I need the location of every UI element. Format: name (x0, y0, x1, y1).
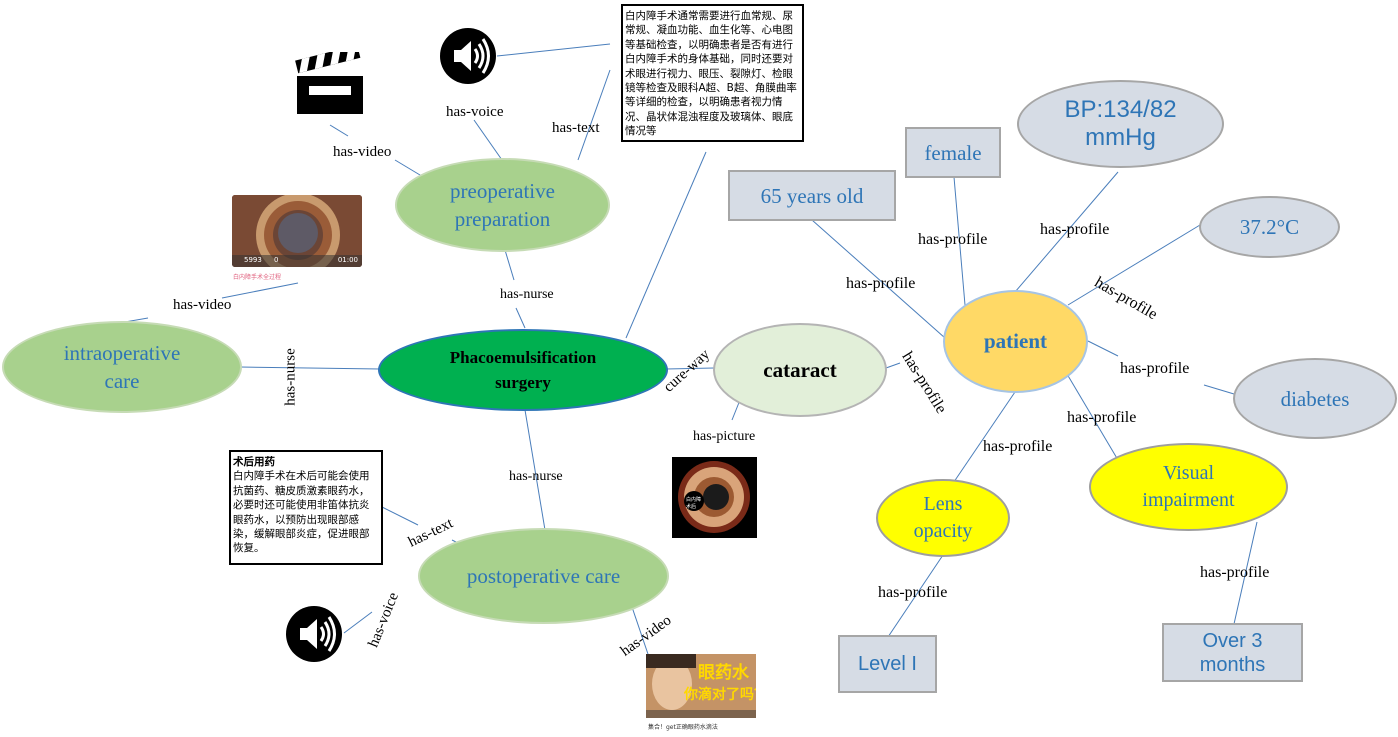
postoperative-node[interactable]: postoperative care (418, 528, 669, 624)
edge-label-has-video: has-video (173, 297, 232, 313)
postop-video-caption: 集合！get正确眼药水滴法 (648, 724, 718, 731)
edge-preop-video-out (329, 124, 349, 137)
intraop-video-caption: 白内障手术全过程 (233, 274, 282, 281)
age-label: 65 years old (760, 183, 864, 208)
edge-postop-video (631, 606, 651, 661)
lens-opacity-label: Lens opacity (913, 493, 973, 542)
edge-preop-voice (496, 43, 611, 57)
patient-label: patient (984, 329, 1047, 353)
edge-patient-diabetes-2 (1203, 384, 1235, 395)
edge-label-has-profile: has-profile (1120, 360, 1190, 377)
intraop-video-comments: 0 (274, 256, 279, 264)
edge-preop-nurse-bottom (515, 307, 526, 329)
lens-opacity-node[interactable]: Lens opacity (876, 479, 1010, 557)
female-node[interactable]: female (905, 127, 1001, 178)
edge-label-has-nurse: has-nurse (282, 348, 299, 406)
temperature-node[interactable]: 37.2°C (1199, 196, 1340, 258)
edge-label-has-nurse: has-nurse (509, 469, 563, 484)
preop-text: 白内障手术通常需要进行血常规、尿常规、凝血功能、血生化等、心电图等基础检查，以明… (625, 10, 797, 138)
speaker-icon[interactable] (286, 606, 342, 662)
visual-impairment-label: Visual impairment (1142, 462, 1235, 511)
duration-label: Over 3 months (1199, 629, 1266, 676)
bp-label: BP:134/82 mmHg (1064, 96, 1177, 151)
edge-patient-age (811, 219, 946, 339)
diabetes-label: diabetes (1280, 386, 1350, 411)
edge-label-has-voice: has-voice (446, 104, 504, 120)
edge-label-has-profile: has-profile (1040, 221, 1110, 238)
edge-preop-voice-in (473, 119, 503, 161)
edge-patient-visual (1066, 373, 1119, 461)
preoperative-label: preoperative preparation (450, 179, 555, 231)
edge-label-has-nurse: has-nurse (500, 287, 554, 302)
edge-label-has-video: has-video (333, 144, 392, 160)
edge-label-has-profile: has-profile (1067, 409, 1137, 426)
edge-postop-text (381, 506, 419, 526)
intraoperative-label: intraoperative care (63, 341, 181, 393)
intraop-video-views: 5993 (244, 256, 262, 264)
duration-node[interactable]: Over 3 months (1162, 623, 1303, 682)
preop-text-box: 白内障手术通常需要进行血常规、尿常规、凝血功能、血生化等、心电图等基础检查，以明… (621, 4, 804, 142)
edge-label-has-picture: has-picture (693, 429, 756, 444)
female-label: female (924, 140, 982, 165)
edge-preop-nurse-top (504, 249, 515, 281)
age-node[interactable]: 65 years old (728, 170, 896, 221)
edge-label-has-profile: has-profile (983, 438, 1053, 455)
postoperative-label: postoperative care (466, 564, 621, 588)
intraoperative-node[interactable]: intraoperative care (2, 321, 242, 413)
visual-impairment-node[interactable]: Visual impairment (1089, 443, 1288, 531)
temperature-label: 37.2°C (1239, 215, 1300, 239)
edge-patient-bp (1014, 171, 1119, 293)
clapperboard-icon[interactable] (295, 52, 365, 116)
edge-postop-voice (343, 611, 373, 634)
bp-node[interactable]: BP:134/82 mmHg (1017, 80, 1224, 168)
edge-intraop-video (221, 282, 299, 299)
edge-label-has-profile: has-profile (1200, 564, 1270, 581)
edge-label-has-text: has-text (552, 120, 600, 136)
edge-patient-temp (1067, 224, 1201, 306)
edge-patient-diabetes-1 (1087, 340, 1119, 357)
edge-phaco-cataract (665, 367, 715, 370)
postop-text-title: 术后用药 (233, 456, 275, 468)
level-label: Level I (858, 653, 917, 675)
edge-preop-text (577, 69, 611, 161)
phaco-surgery-node[interactable]: Phacoemulsification surgery (378, 329, 668, 411)
edge-cataract-patient (885, 362, 901, 369)
cataract-label: cataract (763, 357, 837, 382)
patient-node[interactable]: patient (943, 290, 1088, 393)
edge-label-has-profile: has-profile (846, 275, 916, 292)
postop-video-title-line1: 眼药水 (698, 663, 749, 683)
phaco-surgery-label: Phacoemulsification surgery (449, 348, 597, 392)
edge-patient-female (953, 176, 966, 306)
intraop-video-duration: 01:00 (337, 256, 358, 264)
intraop-video-thumbnail[interactable]: 5993 0 01:00 (232, 195, 362, 267)
cataract-picture-text: 白内障术后 (686, 497, 702, 510)
edge-phaco-postop (524, 409, 546, 531)
edge-lens-level (887, 554, 944, 638)
edge-label-has-profile: has-profile (878, 584, 948, 601)
diabetes-node[interactable]: diabetes (1233, 358, 1397, 439)
edge-phaco-preoptext (625, 151, 707, 339)
cataract-picture[interactable]: 白内障术后 (672, 457, 757, 538)
edge-intraop-nurse (239, 366, 381, 370)
edge-label-has-profile: has-profile (918, 231, 988, 248)
postop-video-title-line2: 你滴对了吗？ (684, 687, 756, 703)
preoperative-node[interactable]: preoperative preparation (395, 158, 610, 252)
speaker-icon[interactable] (440, 28, 496, 84)
postop-video-thumbnail[interactable]: 眼药水 你滴对了吗？ (646, 654, 756, 718)
postop-text: 白内障手术在术后可能会使用抗菌药、糖皮质激素眼药水，必要时还可能使用非笛体抗炎眼… (233, 470, 370, 555)
edge-visual-duration (1233, 521, 1258, 625)
cataract-node[interactable]: cataract (713, 323, 887, 417)
postop-text-box: 术后用药 白内障手术在术后可能会使用抗菌药、糖皮质激素眼药水，必要时还可能使用非… (229, 450, 383, 565)
level-node[interactable]: Level I (838, 635, 937, 693)
